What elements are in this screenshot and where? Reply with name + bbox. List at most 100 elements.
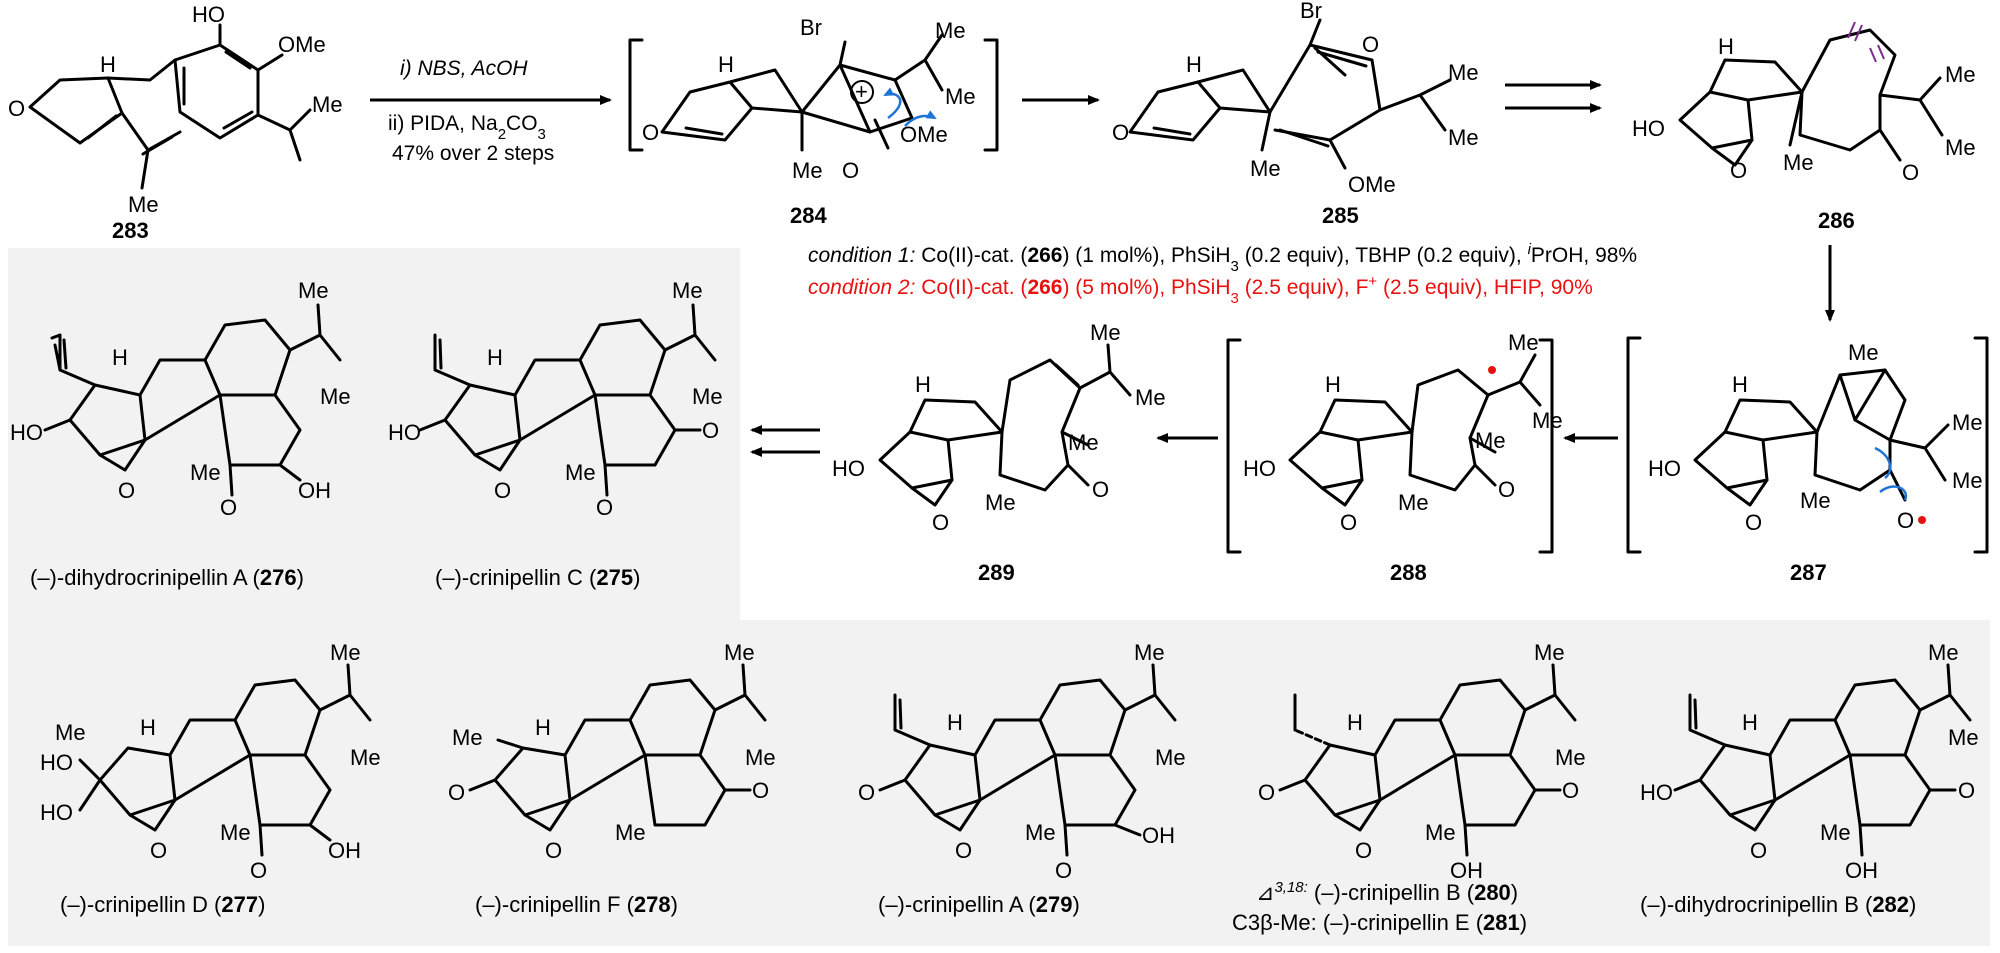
atom-me: Me — [1134, 640, 1165, 665]
atom-h: H — [1325, 372, 1341, 397]
atom-me: Me — [1945, 62, 1976, 87]
radical-dot — [1488, 366, 1496, 374]
compound-label-286: 286 — [1818, 208, 1855, 233]
atom-h: H — [915, 372, 931, 397]
atom-ho: HO — [40, 750, 73, 775]
atom-oh: OH — [1450, 858, 1483, 883]
atom-o: O — [1340, 510, 1357, 535]
atom-o: O — [932, 510, 949, 535]
atom-o: O — [1745, 510, 1762, 535]
atom-ho: HO — [40, 800, 73, 825]
atom-oh: OH — [1845, 858, 1878, 883]
atom-o: O — [1055, 858, 1072, 883]
atom-o: O — [1092, 477, 1109, 502]
atom-me: Me — [724, 640, 755, 665]
atom-me: Me — [220, 820, 251, 845]
atom-oh: OH — [298, 478, 331, 503]
atom-me: Me — [320, 384, 351, 409]
cation-plus: + — [855, 79, 868, 104]
structure-278: Me O H Me Me O O Me — [448, 640, 776, 863]
atom-me: Me — [1425, 820, 1456, 845]
atom-me: Me — [1534, 640, 1565, 665]
atom-o: O — [842, 158, 859, 183]
atom-ho: HO — [1632, 116, 1665, 141]
natural-product-281: C3β-Me: (–)-crinipellin E (281) — [1232, 910, 1527, 935]
atom-h: H — [1732, 372, 1748, 397]
atom-me: Me — [1448, 125, 1479, 150]
atom-oh: OH — [1142, 823, 1175, 848]
atom-h: H — [112, 345, 128, 370]
atom-me: Me — [312, 92, 343, 117]
structure-280: O H Me Me O O Me OH — [1258, 640, 1586, 883]
bracket-left-287 — [1626, 336, 1642, 554]
atom-me: Me — [350, 745, 381, 770]
structure-283: O H HO OMe Me Me — [8, 2, 343, 217]
compound-label-283: 283 — [112, 218, 149, 243]
atom-h: H — [140, 715, 156, 740]
bracket-left-288 — [1226, 338, 1242, 554]
atom-me: Me — [1508, 330, 1539, 355]
structure-287: HO H Me Me Me O Me O — [1648, 340, 1983, 535]
atom-ho: HO — [388, 420, 421, 445]
atom-me: Me — [1820, 820, 1851, 845]
structure-284: O H Br Me Me OMe Me O + — [642, 15, 976, 183]
atom-ho: HO — [1243, 456, 1276, 481]
natural-product-280: ⊿3,18: (–)-crinipellin B (280) — [1256, 879, 1518, 906]
atom-h: H — [535, 715, 551, 740]
atom-ho: HO — [1640, 780, 1673, 805]
atom-me: Me — [1945, 135, 1976, 160]
structure-279: O H Me Me OH O Me O — [858, 640, 1186, 883]
atom-me: Me — [1800, 488, 1831, 513]
atom-o: O — [858, 780, 875, 805]
atom-me: Me — [1475, 428, 1506, 453]
natural-product-278: (–)-crinipellin F (278) — [475, 892, 678, 917]
atom-o: O — [8, 96, 25, 121]
atom-o: O — [596, 495, 613, 520]
atom-me: Me — [1952, 410, 1983, 435]
compound-label-284: 284 — [790, 203, 827, 228]
atom-br: Br — [800, 15, 822, 40]
bracket-right-288 — [1538, 338, 1554, 554]
structure-285: O H Br O Me Me Me OMe — [1112, 0, 1479, 197]
compound-label-287: 287 — [1790, 560, 1827, 585]
atom-me: Me — [692, 384, 723, 409]
atom-o: O — [752, 778, 769, 803]
atom-o: O — [545, 838, 562, 863]
atom-o: O — [1258, 780, 1275, 805]
atom-h: H — [1718, 34, 1734, 59]
atom-h: H — [1186, 52, 1202, 77]
atom-ome: OMe — [278, 32, 326, 57]
atom-o: O — [1902, 160, 1919, 185]
atom-o: O — [1362, 32, 1379, 57]
atom-me: Me — [298, 278, 329, 303]
atom-me: Me — [1068, 430, 1099, 455]
structure-288: HO H Me Me Me O Me O — [1243, 330, 1563, 535]
atom-o: O — [448, 780, 465, 805]
atom-me: Me — [1250, 156, 1281, 181]
atom-me: Me — [1555, 745, 1586, 770]
atom-me: Me — [1532, 408, 1563, 433]
atom-me: Me — [190, 460, 221, 485]
atom-o: O — [702, 418, 719, 443]
atom-me: Me — [55, 720, 86, 745]
natural-products-panel — [8, 248, 1990, 946]
atom-o: O — [1750, 838, 1767, 863]
atom-oh: OH — [328, 838, 361, 863]
atom-o: O — [1958, 778, 1975, 803]
atom-o: O — [1897, 508, 1914, 533]
atom-me: Me — [945, 84, 976, 109]
radical-dot — [1918, 516, 1926, 524]
atom-me: Me — [1025, 820, 1056, 845]
atom-o: O — [220, 495, 237, 520]
atom-h: H — [100, 52, 116, 77]
atom-ho: HO — [1648, 456, 1681, 481]
structure-282: HO H Me Me O O Me OH — [1640, 640, 1979, 883]
atom-me: Me — [1783, 150, 1814, 175]
atom-o: O — [118, 478, 135, 503]
atom-me: Me — [1448, 60, 1479, 85]
bracket-right-284 — [983, 38, 999, 152]
atom-me: Me — [615, 820, 646, 845]
condition-1: condition 1: Co(II)-cat. (266) (1 mol%),… — [808, 241, 1637, 275]
atom-ome: OMe — [1348, 172, 1396, 197]
